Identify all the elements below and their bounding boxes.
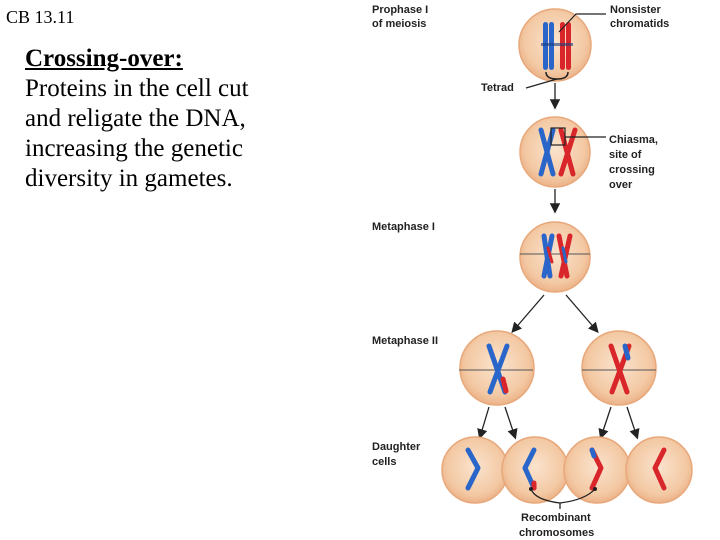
metaphase-2-right-cell <box>581 330 657 406</box>
daughter-cell-4 <box>625 436 693 504</box>
crossing-over-heading: Crossing-over: <box>25 45 183 72</box>
chiasma-label-2: site of <box>609 149 642 161</box>
daughter-cells-label-2: cells <box>372 456 396 468</box>
arrow-metaphase1-to-left <box>511 294 545 333</box>
body-line-4: diversity in gametes. <box>25 165 233 192</box>
daughter-cells-label-1: Daughter <box>372 441 421 453</box>
nonsister-label-1: Nonsister <box>610 4 661 16</box>
arrow-to-daughter-2 <box>504 406 518 440</box>
metaphase-2-left-cell <box>459 330 535 406</box>
metaphase-1-label: Metaphase I <box>372 221 435 233</box>
daughter-cell-2 <box>501 436 569 504</box>
recombinant-label-1: Recombinant <box>521 512 591 524</box>
recombinant-label-2: chromosomes <box>519 527 594 539</box>
body-line-1: Proteins in the cell cut <box>25 75 249 102</box>
prophase-label-1: Prophase I <box>372 4 428 16</box>
nonsister-label-2: chromatids <box>610 18 669 30</box>
chiasma-label-4: over <box>609 179 633 191</box>
arrow-to-daughter-4 <box>626 406 640 440</box>
body-line-2: and religate the DNA, <box>25 105 246 132</box>
body-line-3: increasing the genetic <box>25 135 243 162</box>
daughter-cell-3 <box>563 436 631 504</box>
text-block: Crossing-over: Proteins in the cell cut … <box>25 44 325 194</box>
prophase-label-2: of meiosis <box>372 18 426 30</box>
chiasma-cell <box>519 116 591 188</box>
arrow-to-daughter-1 <box>477 406 490 440</box>
arrow-metaphase1-to-right <box>565 294 599 333</box>
nonsister-leader-line <box>558 13 606 33</box>
prophase-cell <box>518 8 592 82</box>
tetrad-label: Tetrad <box>481 82 514 94</box>
metaphase-1-cell <box>519 221 591 293</box>
slide-number-label: CB 13.11 <box>6 7 75 27</box>
daughter-cell-1 <box>441 436 509 504</box>
arrow-to-daughter-3 <box>598 406 612 440</box>
recombinant-dot-left <box>529 487 533 491</box>
recombinant-dot-right <box>593 487 597 491</box>
chiasma-label-1: Chiasma, <box>609 134 658 146</box>
tetrad-leader-line <box>525 78 558 89</box>
chiasma-label-3: crossing <box>609 164 655 176</box>
metaphase-2-label: Metaphase II <box>372 335 438 347</box>
